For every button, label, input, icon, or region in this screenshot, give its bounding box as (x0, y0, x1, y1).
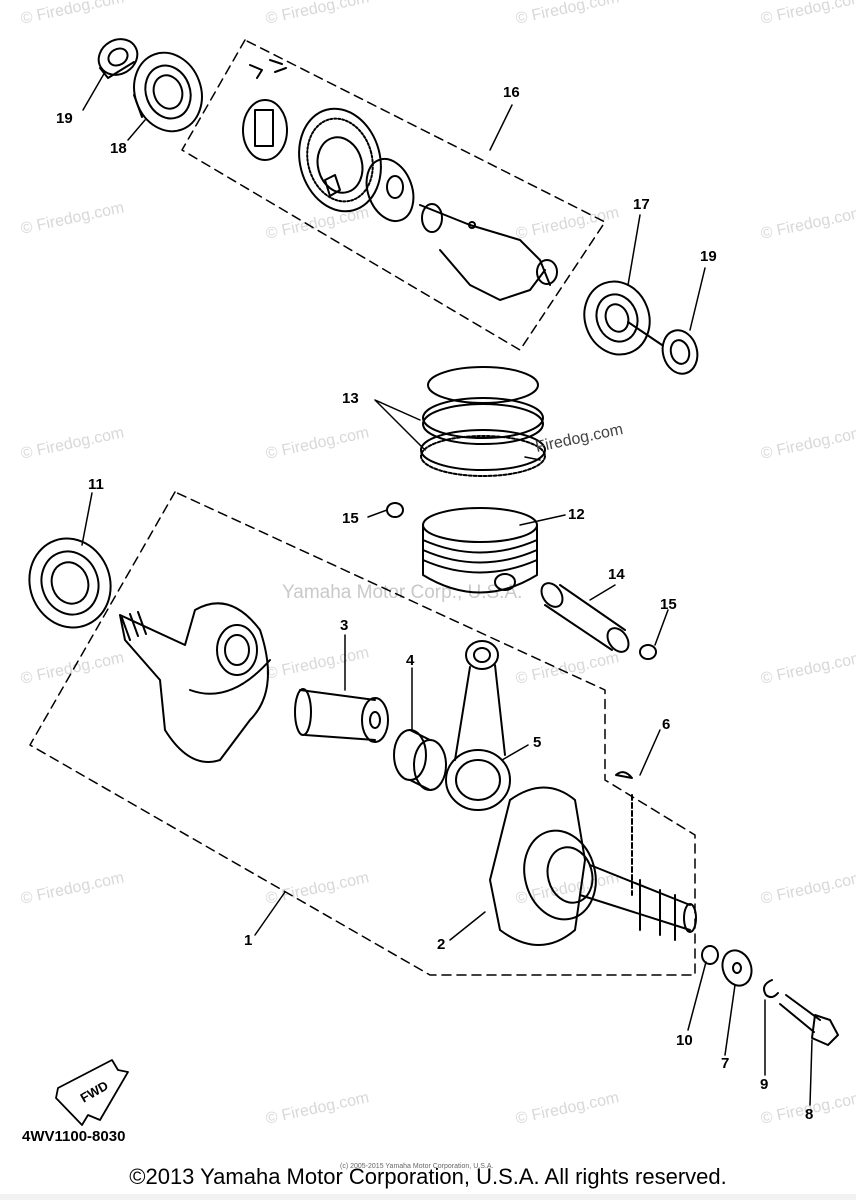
bearing-11 (28, 537, 112, 629)
callout-18: 18 (110, 140, 127, 157)
callout-11: 11 (88, 476, 104, 493)
circlip-10 (701, 945, 719, 965)
bearing-17 (583, 280, 663, 356)
needle-bearing-4 (393, 729, 447, 791)
callout-1: 1 (244, 932, 253, 949)
bearing-18 (133, 51, 203, 133)
diagram-code: 4WV1100-8030 (22, 1128, 126, 1145)
washer-7 (721, 949, 753, 987)
callout-6: 6 (662, 716, 671, 733)
callout-12: 12 (568, 506, 585, 523)
callout-16: 16 (503, 84, 520, 101)
copyright-notice: ©2013 Yamaha Motor Corporation, U.S.A. A… (129, 1164, 727, 1189)
connecting-rod-5 (445, 640, 511, 811)
callout-2: 2 (437, 936, 446, 953)
bottom-edge (0, 1194, 856, 1200)
callout-15: 15 (660, 596, 677, 613)
circlip-15-right (639, 644, 657, 660)
lock-washer-9 (763, 979, 779, 999)
piston-12 (422, 507, 538, 594)
callout-5: 5 (533, 734, 542, 751)
callout-4: 4 (406, 652, 415, 669)
piston-pin-14 (540, 582, 630, 653)
circlip-15-left (386, 502, 404, 518)
callout-13: 13 (342, 390, 359, 407)
tiny-notice: (c) 2005-2015 Yamaha Motor Corporation, … (340, 1163, 494, 1170)
crank-pin-3 (294, 688, 389, 743)
callout-10: 10 (676, 1032, 693, 1049)
crank-left-half (119, 602, 271, 763)
group-1-boundary (29, 491, 696, 976)
fwd-arrow (55, 1059, 129, 1126)
callout-9: 9 (760, 1076, 769, 1093)
group-16-boundary (181, 39, 606, 351)
callout-14: 14 (608, 566, 625, 583)
oil-seal-19-right (661, 329, 699, 375)
bolt-8 (779, 994, 839, 1046)
corp-watermark: Yamaha Motor Corp., U.S.A. (282, 582, 523, 603)
callout-15: 15 (342, 510, 359, 527)
oil-seal-19-top (97, 38, 139, 79)
callout-19: 19 (700, 248, 717, 265)
key-6 (615, 771, 633, 779)
callout-17: 17 (633, 196, 650, 213)
crank-right-half-2 (489, 786, 697, 946)
callout-3: 3 (340, 617, 349, 634)
starter-clutch-16 (242, 59, 558, 301)
callout-7: 7 (721, 1055, 730, 1072)
callout-19: 19 (56, 110, 73, 127)
piston-rings-13 (420, 366, 546, 477)
fwd-label: FWD (78, 1078, 111, 1106)
callout-8: 8 (805, 1106, 814, 1123)
